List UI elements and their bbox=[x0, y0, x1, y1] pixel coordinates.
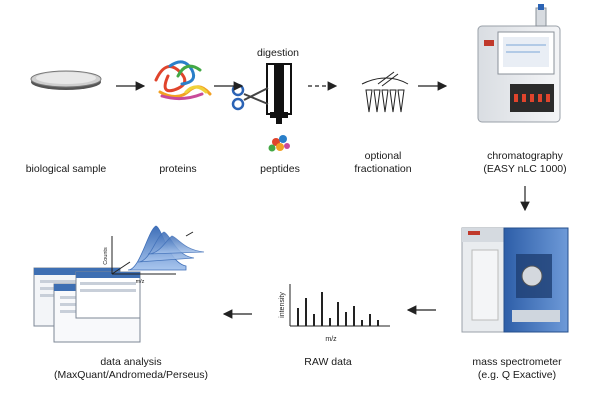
label-biological-sample: biological sample bbox=[24, 163, 108, 176]
label-text: (EASY nLC 1000) bbox=[483, 163, 567, 175]
label-text: chromatography bbox=[487, 150, 563, 162]
label-text: digestion bbox=[256, 47, 300, 59]
label-text: RAW data bbox=[304, 356, 352, 368]
label-text: peptides bbox=[260, 163, 300, 175]
raw-plot-xlabel: m/z bbox=[325, 336, 337, 343]
peptide-cluster-icon bbox=[268, 135, 290, 152]
ms-plot-xlabel: m/z bbox=[136, 279, 145, 285]
petri-dish-icon bbox=[30, 70, 102, 90]
raw-spectrum-plot bbox=[289, 284, 390, 327]
software-windows-icon bbox=[33, 267, 141, 343]
scissors-icon bbox=[231, 83, 269, 111]
ms-plot-ylabel: Counts bbox=[103, 247, 109, 265]
label-text: mass spectrometer bbox=[472, 356, 562, 368]
mass-spectrometer-icon bbox=[461, 227, 569, 333]
ms-peaks-plot bbox=[111, 225, 205, 275]
label-text: optional bbox=[364, 150, 402, 162]
label-text: data analysis bbox=[100, 356, 162, 368]
label-mass-spectrometer: mass spectrometer (e.g. Q Exactive) bbox=[454, 356, 580, 382]
label-proteins: proteins bbox=[150, 163, 206, 176]
spectrum-peaks bbox=[297, 292, 379, 326]
label-fractionation: optional fractionation bbox=[348, 150, 418, 176]
label-text: (e.g. Q Exactive) bbox=[477, 369, 557, 381]
label-peptides: peptides bbox=[252, 163, 308, 176]
label-text: fractionation bbox=[354, 163, 412, 175]
protein-tangle-icon bbox=[154, 60, 212, 101]
fraction-droplets-icon bbox=[361, 71, 409, 113]
label-chromatography: chromatography (EASY nLC 1000) bbox=[466, 150, 584, 176]
label-text: proteins bbox=[159, 163, 197, 175]
digestion-column-icon bbox=[266, 63, 292, 124]
raw-plot-ylabel: intensity bbox=[279, 292, 286, 318]
label-text: biological sample bbox=[25, 163, 107, 175]
label-data-analysis: data analysis (MaxQuant/Andromeda/Perseu… bbox=[46, 356, 216, 382]
lc-instrument-icon bbox=[477, 4, 561, 123]
label-digestion: digestion bbox=[248, 47, 308, 60]
label-raw-data: RAW data bbox=[296, 356, 360, 369]
flow-arrows bbox=[116, 81, 530, 319]
label-text: (MaxQuant/Andromeda/Perseus) bbox=[53, 369, 209, 381]
